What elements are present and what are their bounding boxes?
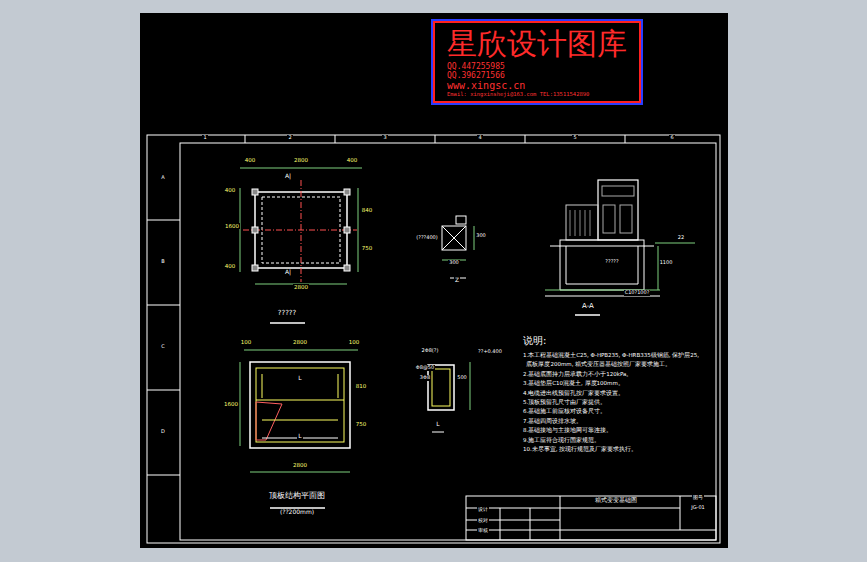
dimension: 400	[244, 157, 257, 163]
grid-letter: B	[160, 259, 165, 265]
title-block-cell: JG-01	[690, 505, 706, 511]
title-block-cell: 图号	[692, 495, 704, 501]
dimension: 2800	[293, 157, 309, 163]
beam-section	[428, 362, 470, 432]
slab-plan	[240, 350, 358, 508]
dimension: 2800	[292, 339, 308, 345]
elevation: ??+0.400	[477, 349, 503, 355]
note-line: 5.顶板预留孔尺寸由厂家提供。	[522, 399, 607, 405]
note: C10?100?	[624, 290, 651, 296]
section-mark: Z	[454, 277, 460, 284]
dimension: 22	[677, 235, 685, 241]
drawing-title: ?????	[277, 310, 298, 318]
dimension: 810	[355, 383, 368, 389]
dimension: 400	[224, 187, 237, 193]
title-block-cell: 审核	[477, 528, 489, 534]
watermark-line: QQ.447255985	[447, 62, 627, 71]
note-line: 底板厚度200mm, 箱式变压器基础按照厂家要求施工。	[522, 361, 672, 367]
dimension: 1600	[223, 401, 239, 407]
note-line: 6.基础施工前应核对设备尺寸。	[522, 408, 607, 414]
dimension: 750	[355, 421, 368, 427]
note: ?????	[604, 259, 619, 265]
dimension: 100	[240, 339, 253, 345]
watermark-line: Email: xingxinsheji@163.com TEL:13511542…	[447, 91, 627, 97]
title-block-cell: 设计	[477, 507, 489, 513]
dimension: 1600	[224, 223, 240, 229]
title-block	[466, 496, 716, 540]
note-line: 3.基础垫层C10混凝土, 厚度100mm。	[522, 380, 625, 386]
grid-number: 2	[287, 135, 292, 141]
grid-number: 1	[202, 135, 207, 141]
section-mark: L	[297, 375, 302, 382]
note-line: 9.施工应符合现行国家规范。	[522, 437, 601, 443]
drawing-title: 顶板结构平面图	[268, 492, 326, 501]
note-line: 7.基础四周设排水坡。	[522, 418, 583, 424]
dimension: 1100	[659, 260, 674, 266]
dimension: 400	[346, 157, 359, 163]
section-mark: A|	[284, 269, 292, 276]
title-block-cell: 校对	[477, 518, 489, 524]
column-detail	[442, 216, 474, 278]
section-mark: L	[297, 433, 302, 440]
rebar-label: 3Φ8	[419, 375, 431, 381]
dimension: 2800	[293, 284, 309, 290]
watermark-line: www.xingsc.cn	[447, 80, 627, 92]
section-mark: A|	[284, 173, 292, 180]
dimension: 750	[361, 245, 374, 251]
dimension: 300	[448, 260, 460, 266]
notes-heading: 说明:	[522, 335, 547, 346]
rebar-label: Φ8@50	[415, 365, 435, 371]
note-line: 8.基础接地与主接地网可靠连接。	[522, 427, 613, 433]
grid-letter: D	[160, 429, 166, 435]
watermark-box: 星欣设计图库QQ.447255985QQ.396271566www.xingsc…	[431, 19, 643, 105]
foundation-plan	[240, 168, 362, 323]
note-line: 2.基础底面持力层承载力不小于120kPa。	[522, 371, 633, 377]
note-line: 1.本工程基础混凝土C25, Φ-HPB235, Φ-HRB335级钢筋, 保护…	[522, 352, 700, 358]
dimension: 840	[361, 207, 374, 213]
grid-number: 4	[477, 135, 482, 141]
title-block-cell: 箱式变变基础图	[594, 497, 638, 504]
grid-number: 6	[669, 135, 674, 141]
dimension: 500	[456, 375, 468, 381]
section-a-a	[545, 180, 695, 315]
grid-letter: A	[160, 175, 165, 181]
watermark-title: 星欣设计图库	[447, 27, 627, 62]
frame	[147, 135, 720, 543]
watermark-line: QQ.396271566	[447, 71, 627, 80]
dimension: (???400)	[415, 235, 438, 241]
grid-number: 3	[382, 135, 387, 141]
dimension: 300	[475, 233, 487, 239]
note-line: 4.电缆进出线预留孔按厂家要求设置。	[522, 390, 625, 396]
dimension: 2800	[292, 462, 308, 468]
rebar-label: 2Φ8(?)	[421, 348, 440, 354]
dimension: 400	[224, 263, 237, 269]
model-space	[140, 13, 728, 548]
dimension: 100	[348, 339, 361, 345]
grid-letter: C	[160, 344, 166, 350]
drawing-title: A-A	[581, 303, 595, 311]
grid-number: 5	[572, 135, 577, 141]
note-line: 10.未尽事宜, 按现行规范及厂家要求执行。	[522, 446, 638, 452]
note: (??200mm)	[279, 509, 315, 516]
section-mark: L	[435, 421, 440, 428]
